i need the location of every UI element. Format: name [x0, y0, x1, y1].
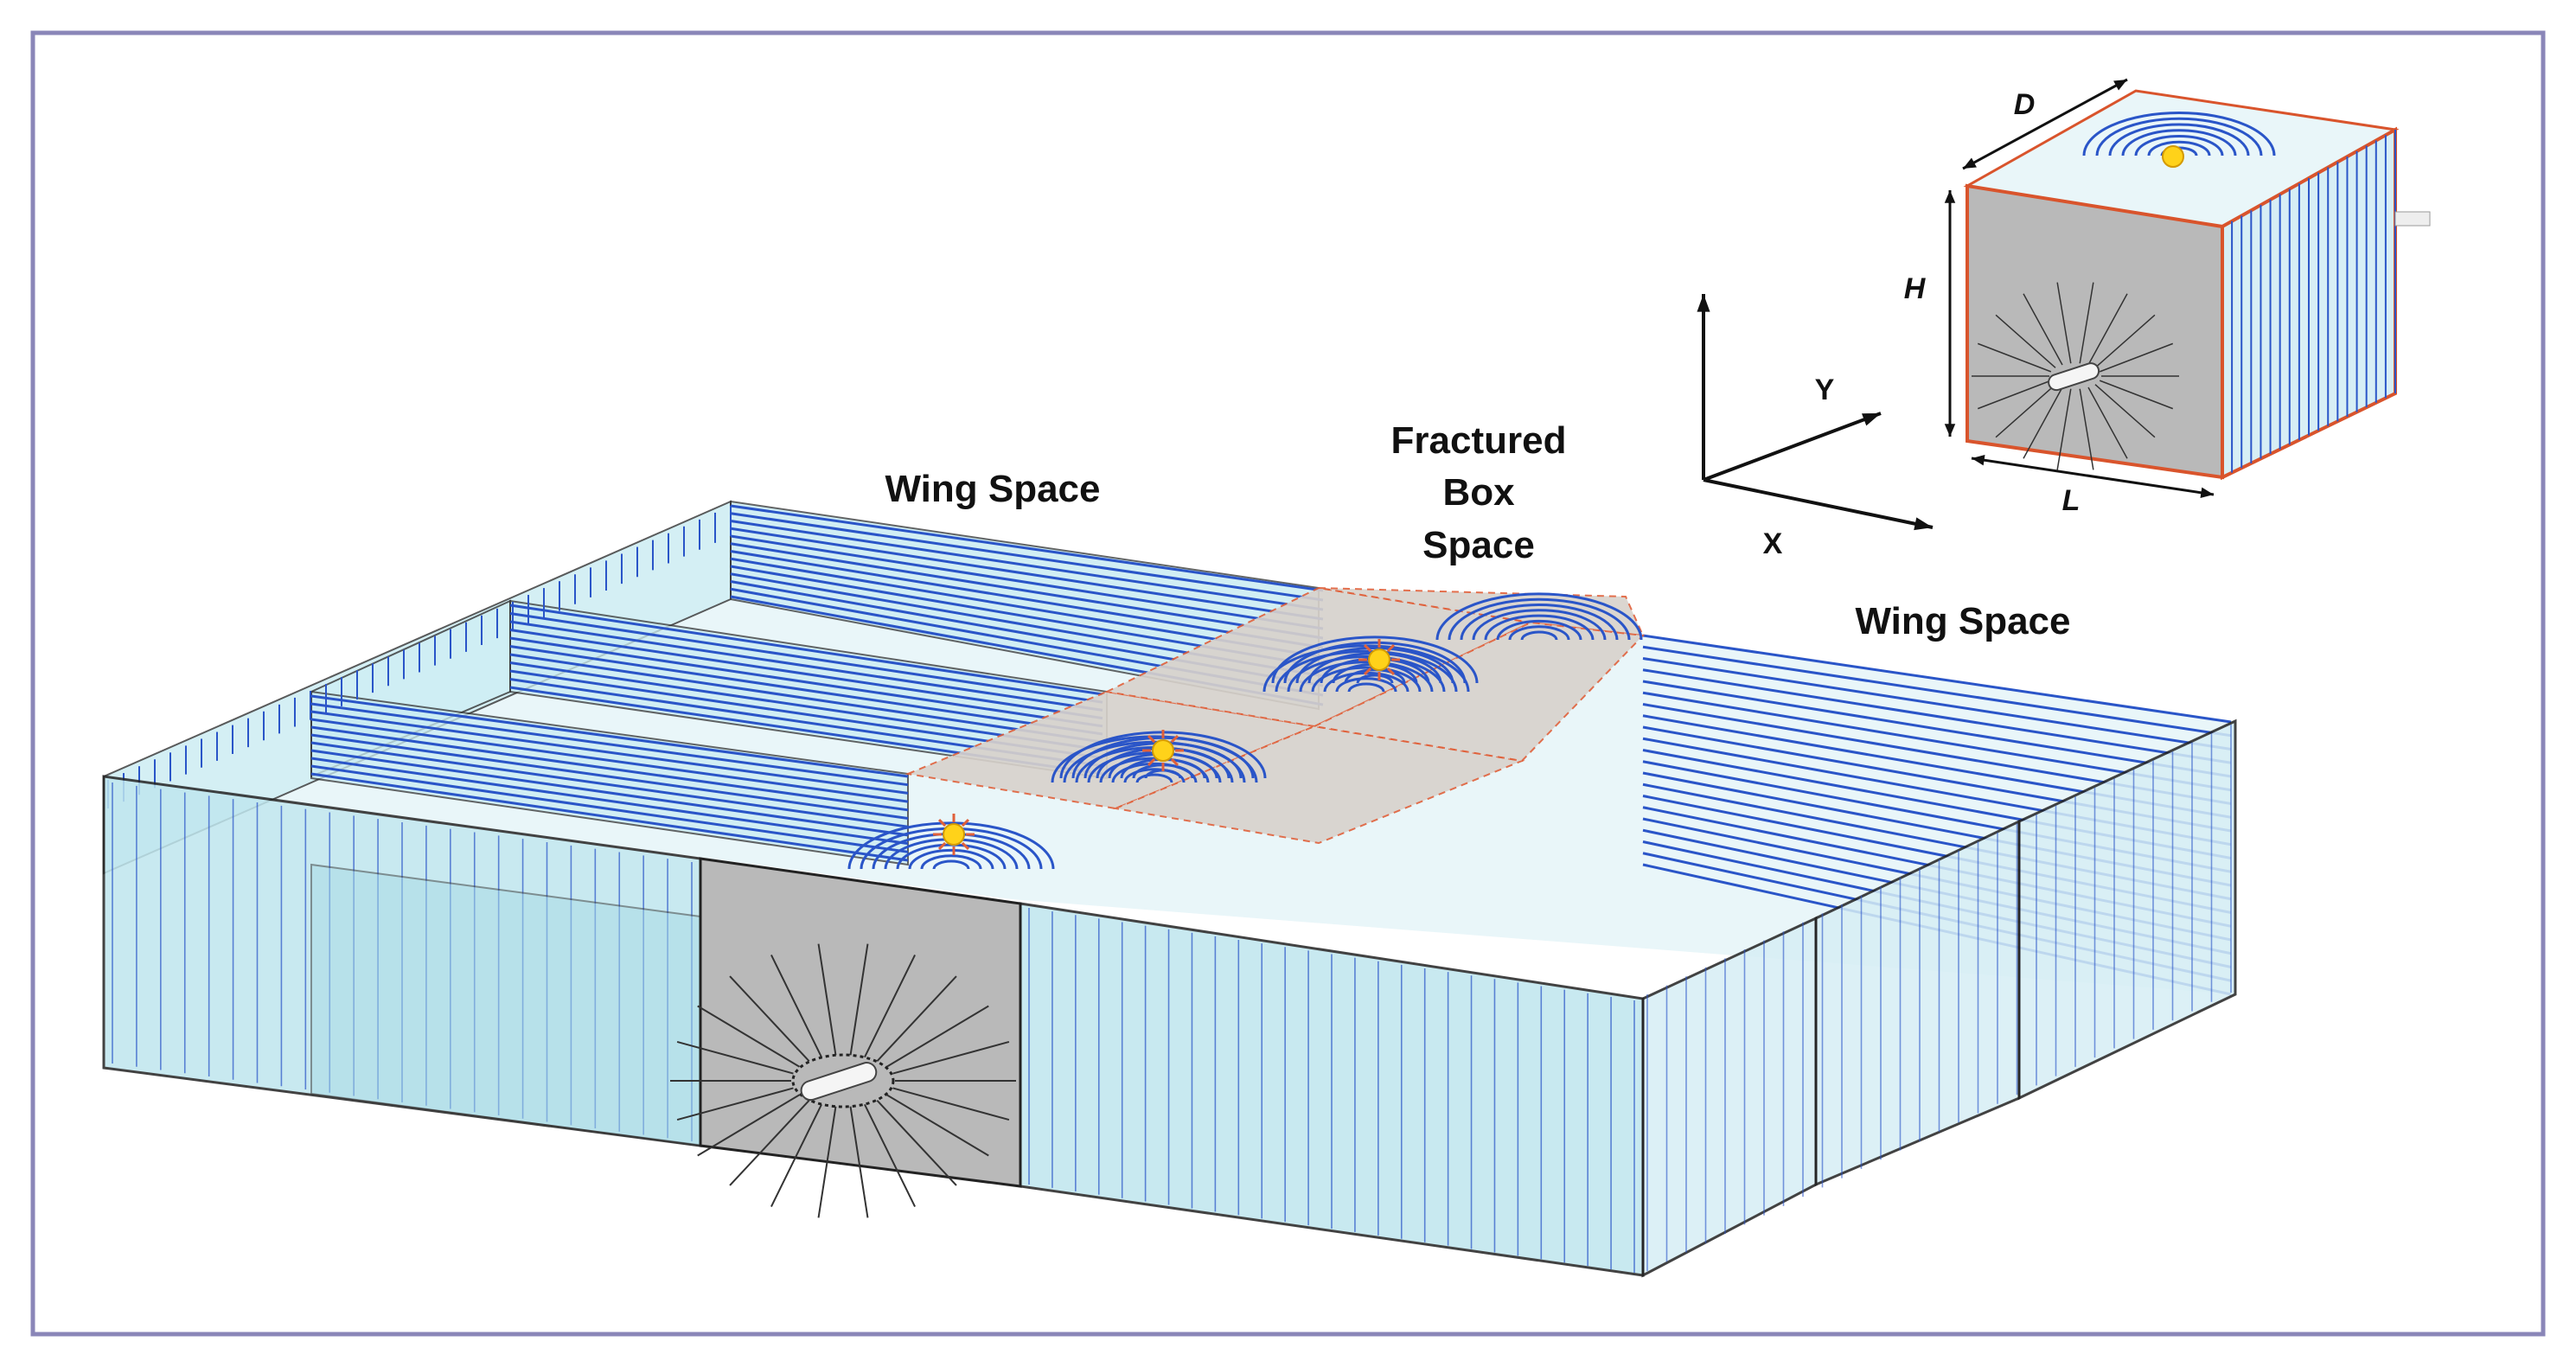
inset-front-face [1967, 186, 2222, 477]
sun-marker-icon [943, 824, 964, 845]
fractured-box-front-face [700, 859, 1020, 1186]
wing-space-right-label: Wing Space [1856, 600, 2071, 642]
length-label: L [2062, 484, 2081, 517]
fractured-label-line3: Space [1422, 524, 1535, 566]
fractured-label-line1: Fractured [1391, 419, 1567, 462]
x-axis-label: X [1763, 527, 1783, 560]
wing-space-left-label: Wing Space [885, 468, 1101, 510]
sun-marker-icon [1153, 740, 1173, 761]
depth-label: D [2014, 88, 2036, 121]
fractured-label-line2: Box [1442, 471, 1515, 514]
inset-sun-marker-icon [2163, 146, 2183, 167]
sun-marker-icon [1369, 649, 1390, 670]
height-label: H [1904, 272, 1927, 305]
y-axis-label: Y [1815, 374, 1835, 406]
inset-pipe-icon [2395, 212, 2430, 226]
